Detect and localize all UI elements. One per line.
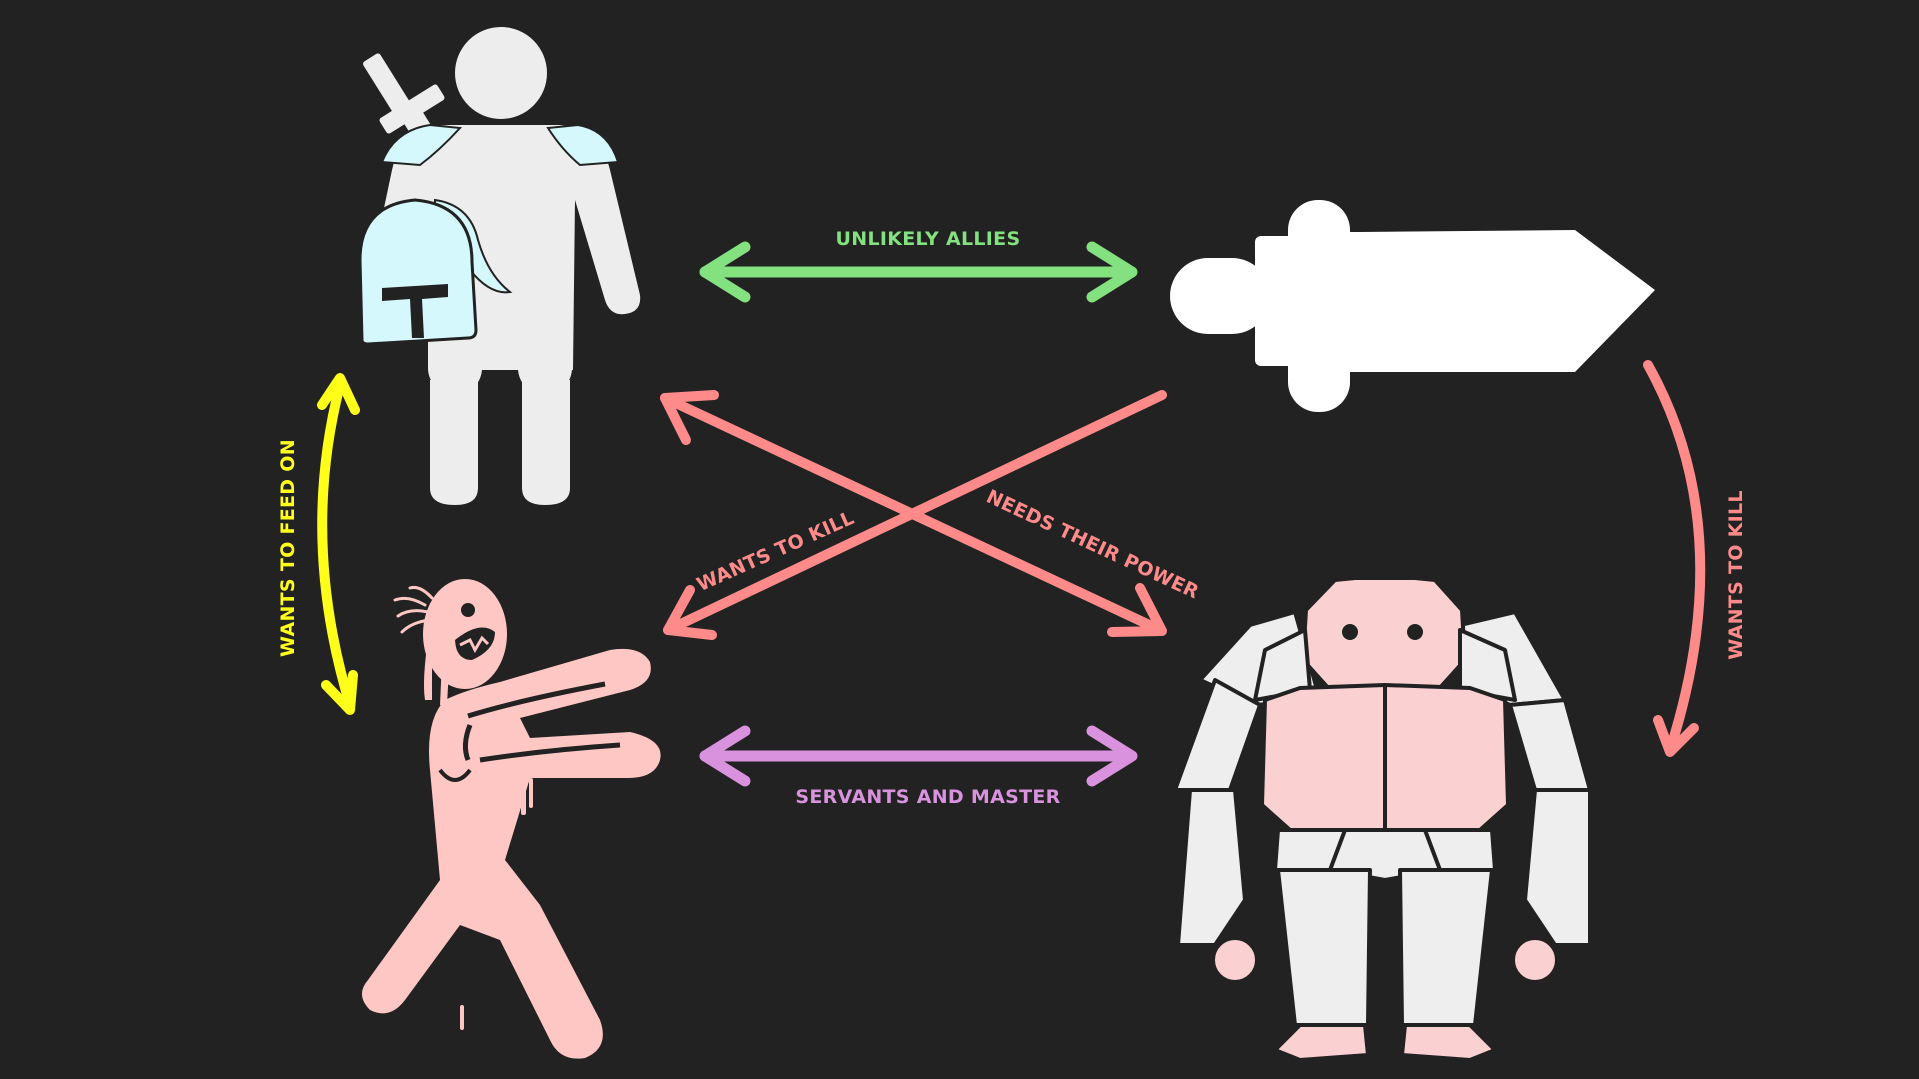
unlikely-allies-arrow	[699, 241, 1138, 303]
needs-their-power-arrow	[660, 390, 1167, 637]
needs-their-power-label: NEEDS THEIR POWER	[983, 486, 1202, 604]
golem-icon	[1173, 576, 1592, 1062]
servants-and-master-label: SERVANTS AND MASTER	[795, 786, 1060, 808]
wants-to-feed-on-arrow	[317, 373, 360, 715]
wants-to-kill-golem-label: WANTS TO KILL	[1725, 490, 1747, 660]
servants-and-master-arrow	[699, 725, 1138, 787]
wants-to-kill-golem-arrow	[1643, 360, 1706, 757]
wants-to-feed-on-label: WANTS TO FEED ON	[277, 439, 299, 657]
sword-icon	[1170, 200, 1655, 412]
knight-icon	[358, 27, 641, 505]
zombie-icon	[361, 579, 661, 1059]
unlikely-allies-label: UNLIKELY ALLIES	[836, 228, 1021, 250]
